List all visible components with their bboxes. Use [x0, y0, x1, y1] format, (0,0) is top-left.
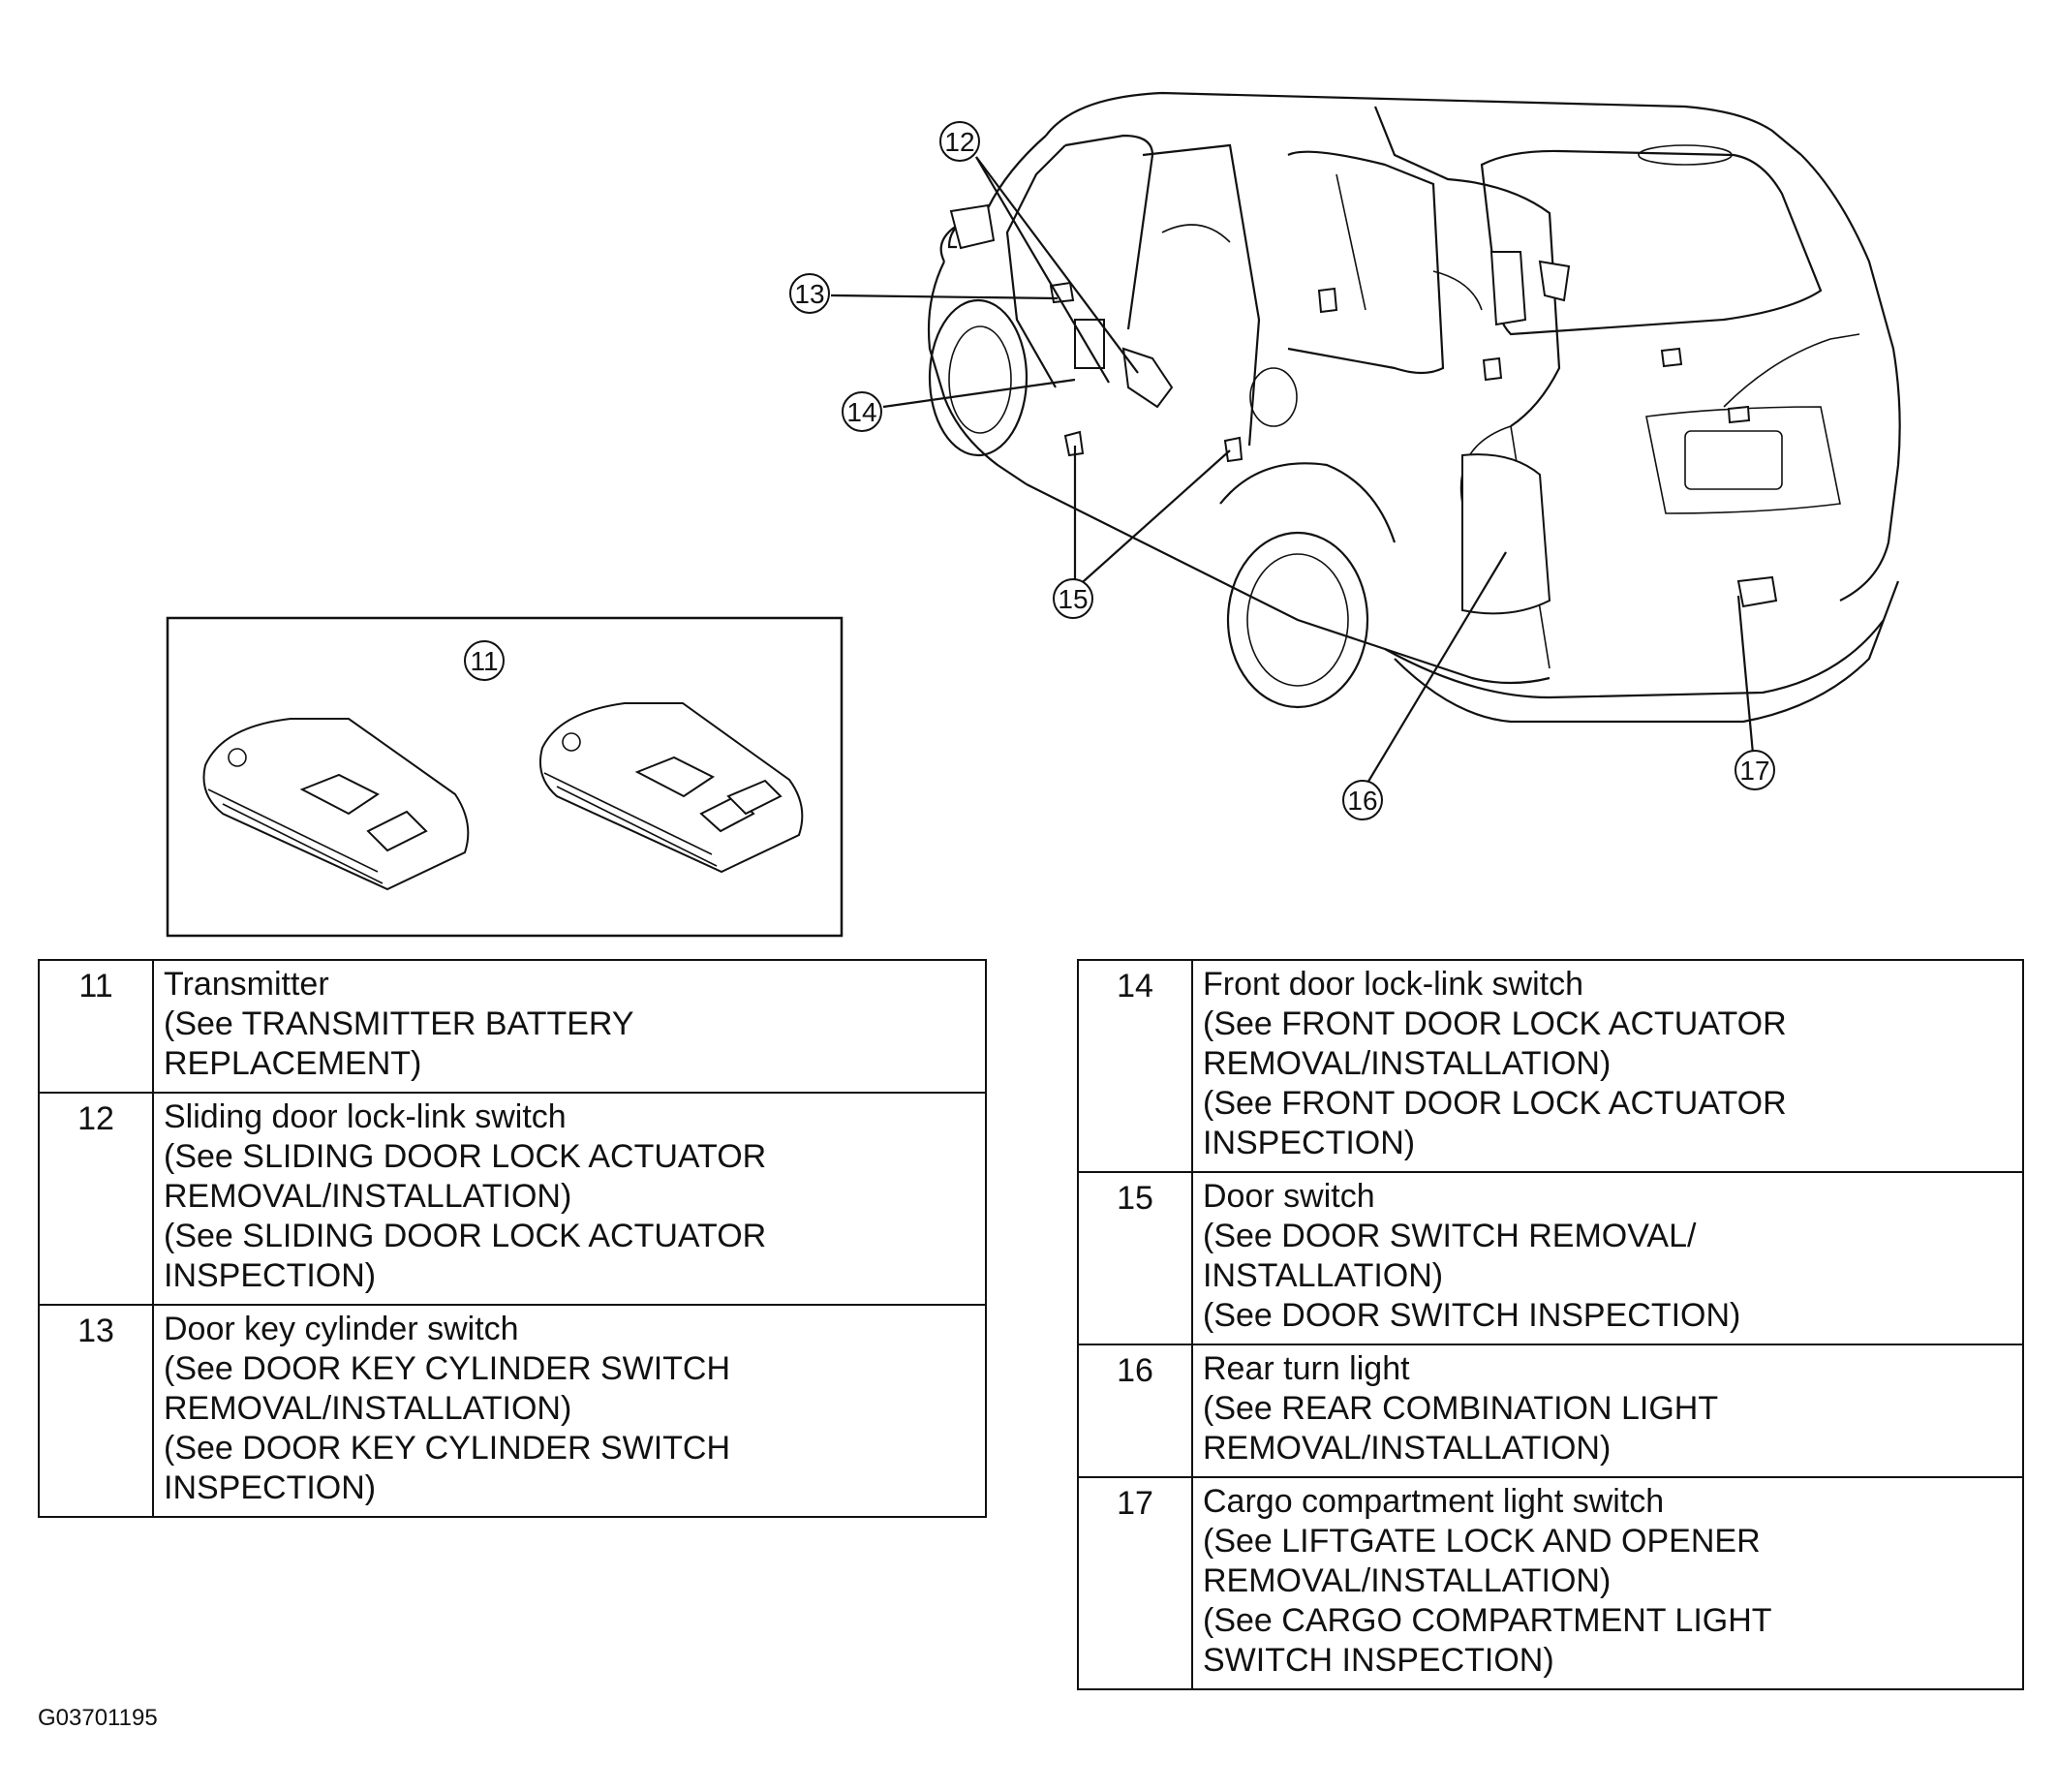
- part-number: 11: [38, 959, 154, 1094]
- part-reference: INSPECTION): [164, 1469, 377, 1506]
- part-reference: (See SLIDING DOOR LOCK ACTUATOR: [164, 1218, 767, 1254]
- part-description: Door key cylinder switch(See DOOR KEY CY…: [152, 1304, 987, 1518]
- part-reference: REMOVAL/INSTALLATION): [1203, 1430, 1612, 1467]
- part-reference: SWITCH INSPECTION): [1203, 1642, 1554, 1679]
- callout-14: 14: [842, 391, 882, 432]
- part-number: 15: [1077, 1171, 1193, 1345]
- callout-15-label: 15: [1058, 584, 1088, 614]
- callout-16: 16: [1342, 780, 1383, 820]
- part-number: 14: [1077, 959, 1193, 1173]
- callout-12-label: 12: [944, 127, 974, 157]
- leader-lines: [830, 156, 1755, 795]
- callout-13-label: 13: [794, 279, 824, 309]
- part-name: Sliding door lock-link switch: [164, 1098, 567, 1135]
- part-reference: REMOVAL/INSTALLATION): [1203, 1045, 1612, 1082]
- part-name: Door switch: [1203, 1178, 1375, 1215]
- part-description: Front door lock-link switch(See FRONT DO…: [1191, 959, 2024, 1173]
- part-name: Cargo compartment light switch: [1203, 1483, 1665, 1520]
- part-reference: REMOVAL/INSTALLATION): [1203, 1562, 1612, 1599]
- callout-16-label: 16: [1347, 786, 1377, 816]
- part-reference: REMOVAL/INSTALLATION): [164, 1178, 572, 1215]
- figure-code: G03701195: [38, 1705, 158, 1731]
- callout-13: 13: [789, 273, 830, 314]
- callout-17-label: 17: [1739, 756, 1769, 786]
- part-description: Rear turn light(See REAR COMBINATION LIG…: [1191, 1344, 2024, 1478]
- part-reference: (See DOOR SWITCH REMOVAL/: [1203, 1218, 1697, 1254]
- part-reference: (See TRANSMITTER BATTERY: [164, 1005, 634, 1042]
- part-reference: (See SLIDING DOOR LOCK ACTUATOR: [164, 1138, 767, 1175]
- part-number: 13: [38, 1304, 154, 1518]
- key-fob-left-icon: [202, 718, 470, 891]
- part-reference: (See DOOR KEY CYLINDER SWITCH: [164, 1430, 731, 1467]
- part-name: Transmitter: [164, 966, 329, 1003]
- part-number: 17: [1077, 1476, 1193, 1690]
- part-reference: INSPECTION): [164, 1257, 377, 1294]
- part-description: Door switch(See DOOR SWITCH REMOVAL/INST…: [1191, 1171, 2024, 1345]
- callout-14-label: 14: [846, 397, 876, 427]
- part-reference: (See DOOR SWITCH INSPECTION): [1203, 1297, 1741, 1334]
- part-reference: REMOVAL/INSTALLATION): [164, 1390, 572, 1427]
- part-description: Cargo compartment light switch(See LIFTG…: [1191, 1476, 2024, 1690]
- part-name: Front door lock-link switch: [1203, 966, 1584, 1003]
- part-reference: (See REAR COMBINATION LIGHT: [1203, 1390, 1719, 1427]
- part-reference: INSTALLATION): [1203, 1257, 1444, 1294]
- part-reference: (See FRONT DOOR LOCK ACTUATOR: [1203, 1085, 1787, 1122]
- part-number: 16: [1077, 1344, 1193, 1478]
- part-reference: INSPECTION): [1203, 1125, 1416, 1161]
- part-name: Rear turn light: [1203, 1350, 1410, 1387]
- callout-11: 11: [464, 640, 505, 681]
- callout-17: 17: [1735, 750, 1775, 790]
- vehicle-illustration: [927, 91, 1901, 724]
- key-fob-right-icon: [538, 702, 804, 874]
- callout-12: 12: [939, 121, 980, 162]
- part-reference: REPLACEMENT): [164, 1045, 422, 1082]
- part-description: Sliding door lock-link switch(See SLIDIN…: [152, 1092, 987, 1306]
- callout-15: 15: [1053, 578, 1093, 619]
- part-name: Door key cylinder switch: [164, 1311, 519, 1347]
- callout-11-label: 11: [470, 646, 498, 676]
- part-reference: (See DOOR KEY CYLINDER SWITCH: [164, 1350, 731, 1387]
- part-reference: (See CARGO COMPARTMENT LIGHT: [1203, 1602, 1772, 1639]
- part-reference: (See FRONT DOOR LOCK ACTUATOR: [1203, 1005, 1787, 1042]
- part-number: 12: [38, 1092, 154, 1306]
- part-reference: (See LIFTGATE LOCK AND OPENER: [1203, 1523, 1761, 1560]
